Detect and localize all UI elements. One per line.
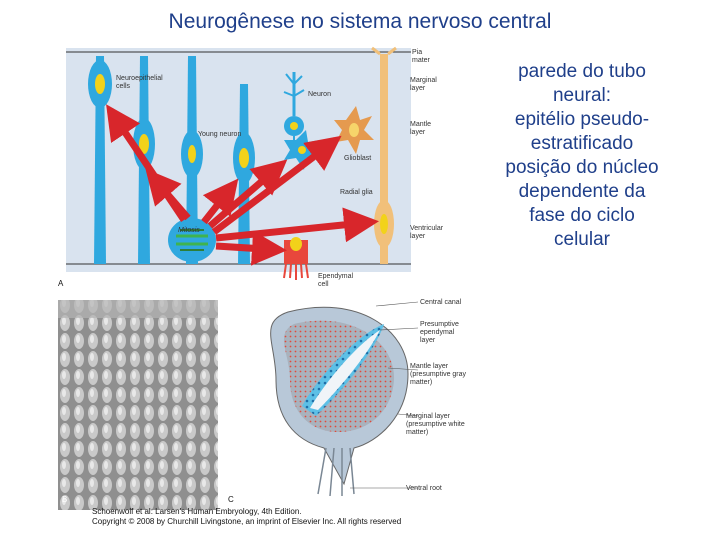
label-marginal-layer: Marginal <box>410 77 437 84</box>
panel-b: B <box>58 300 218 510</box>
page-title: Neurogênese no sistema nervoso central <box>168 10 552 33</box>
label-mantle-layer-c: (presumptive gray <box>410 371 467 378</box>
panel-c-letter: C <box>228 495 234 504</box>
arrow <box>207 159 288 229</box>
young-neuron-cell <box>181 56 203 264</box>
arrow <box>215 207 379 243</box>
credit-line: Copyright © 2008 by Churchill Livingston… <box>92 517 402 526</box>
label-presumptive-ependymal: Presumptive <box>420 321 459 328</box>
label-ependymal-cell: Ependymal <box>318 273 353 280</box>
neuron-cell <box>283 72 305 154</box>
ependymal-cell <box>283 237 309 280</box>
neurogenesis-figure: Pia mater Neuroepithelial cells Neuron M… <box>58 46 467 510</box>
figure-credit: Schoenwolf et al: Larsen's Human Embryol… <box>92 507 401 527</box>
label-marginal-layer-c: (presumptive white <box>406 421 465 428</box>
label-pia: mater <box>412 57 431 64</box>
sem-micrograph <box>58 300 218 510</box>
panel-a-letter: A <box>58 279 64 288</box>
panel-c: Central canal Presumptive ependymal laye… <box>228 299 467 504</box>
label-ventricular-layer: layer <box>410 233 426 240</box>
side-line: estratificado <box>530 133 634 154</box>
label-marginal-layer-c: Marginal layer <box>406 413 451 420</box>
label-young-neuron: Young neuron <box>198 131 241 138</box>
label-ventral-root: Ventral root <box>406 485 442 492</box>
arrow <box>201 178 239 225</box>
glioblast-cell <box>334 106 374 154</box>
label-ventricular-layer: Ventricular <box>410 225 444 232</box>
label-glioblast: Glioblast <box>344 155 371 162</box>
label-marginal-layer: layer <box>410 85 426 92</box>
panel-a: Pia mater Neuroepithelial cells Neuron M… <box>58 46 444 288</box>
label-ependymal-cell: cell <box>318 281 329 288</box>
arrow <box>215 230 287 266</box>
label-neuroepithelial: Neuroepithelial <box>116 75 163 82</box>
side-line: neural: <box>552 85 612 106</box>
label-radial-glia: Radial glia <box>340 189 373 196</box>
label-mantle-layer: Mantle <box>410 121 431 128</box>
arrow <box>145 168 191 221</box>
neuroepithelial-cell <box>88 56 112 264</box>
label-mantle-layer-c: matter) <box>410 379 432 386</box>
side-line: celular <box>554 229 610 250</box>
label-presumptive-ependymal: layer <box>420 337 436 344</box>
side-line: posição do núcleo <box>505 157 659 178</box>
side-line: parede do tubo <box>518 61 646 82</box>
side-line: epitélio pseudo- <box>514 109 650 130</box>
side-description: parede do tubo neural: epitélio pseudo- … <box>492 60 672 252</box>
differentiation-arrows <box>106 104 379 266</box>
label-mantle-layer-c: Mantle layer <box>410 363 449 370</box>
label-mantle-layer: layer <box>410 129 426 136</box>
side-line: fase do ciclo <box>529 205 635 226</box>
arrow <box>211 135 342 235</box>
central-canal <box>310 330 380 410</box>
label-marginal-layer-c: matter) <box>406 429 428 436</box>
radial-glia-cell <box>371 46 397 264</box>
label-central-canal: Central canal <box>420 299 462 306</box>
label-presumptive-ependymal: ependymal <box>420 329 455 336</box>
label-neuron: Neuron <box>308 91 331 98</box>
mitosis-cell <box>168 218 216 262</box>
side-line: dependente da <box>518 181 646 202</box>
label-mitosis: Mitosis <box>178 227 200 234</box>
panel-b-letter: B <box>62 495 67 504</box>
credit-line: Schoenwolf et al: Larsen's Human Embryol… <box>92 507 302 516</box>
ventral-root-fibers <box>317 447 355 497</box>
label-pia: Pia <box>412 49 422 56</box>
label-neuroepithelial: cells <box>116 83 131 90</box>
